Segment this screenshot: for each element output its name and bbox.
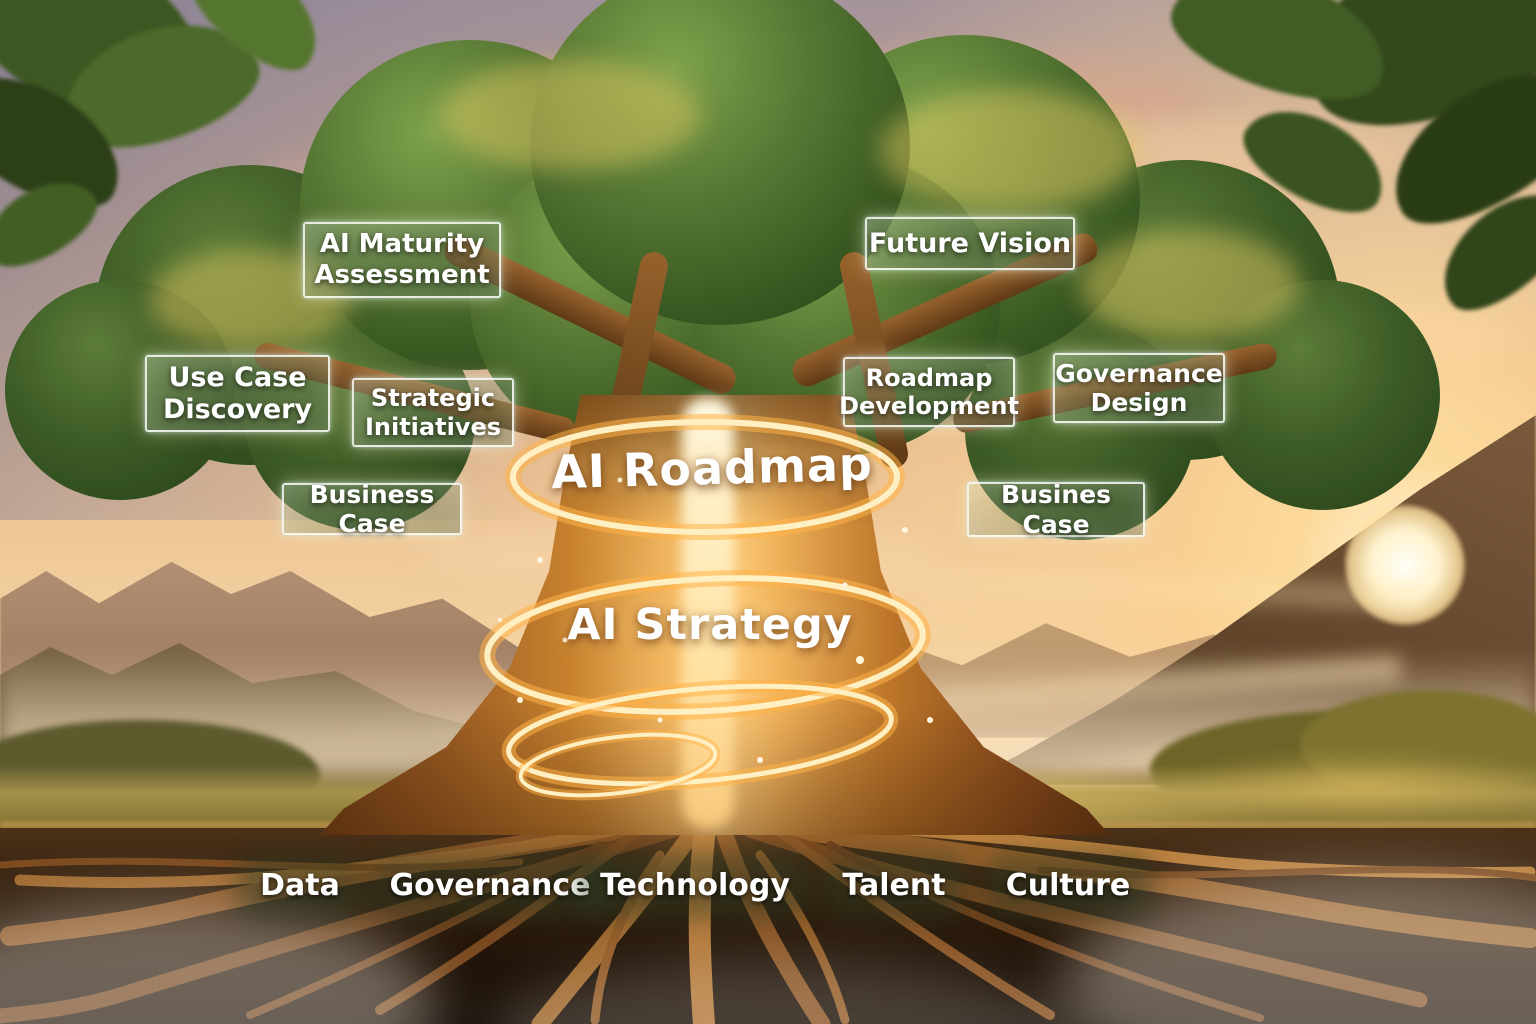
sun — [1345, 505, 1465, 625]
canopy-sunlit-highlight — [440, 60, 700, 170]
branch-box-business-case-left: Business Case — [282, 480, 462, 538]
branch-box-roadmap-development: Roadmap Development — [839, 357, 1019, 427]
canopy-sunlit-highlight — [880, 90, 1140, 210]
root-label-data: Data — [250, 866, 350, 905]
branch-box-label: Business Case — [309, 479, 435, 539]
branch-box-future-vision: Future Vision — [865, 217, 1075, 270]
root-label-technology: Technology — [590, 866, 800, 905]
branch-box-label: Future Vision — [868, 227, 1072, 259]
branch-box-label: Strategic Initiatives — [364, 384, 502, 441]
branch-box-label: Busines Case — [1001, 480, 1111, 539]
canopy-sunlit-highlight — [1080, 230, 1300, 340]
branch-box-governance-design: Governance Design — [1053, 353, 1225, 423]
branch-box-label: Use Case Discovery — [162, 361, 313, 425]
branch-box-label: Roadmap Development — [839, 363, 1019, 420]
branch-box-use-case-discovery: Use Case Discovery — [145, 355, 330, 432]
branch-box-label: AI Maturity Assessment — [314, 229, 490, 290]
grass-glow — [1150, 750, 1536, 820]
root-label-culture: Culture — [995, 866, 1141, 905]
branch-box-label: Governance Design — [1055, 358, 1223, 418]
canopy-sunlit-highlight — [150, 250, 350, 350]
branch-box-business-case-right: Busines Case — [967, 480, 1145, 539]
root-label-talent: Talent — [832, 866, 956, 905]
root-label-governance: Governance — [379, 866, 601, 905]
branch-box-ai-maturity-assessment: AI Maturity Assessment — [303, 222, 501, 298]
branch-box-strategic-initiatives: Strategic Initiatives — [352, 378, 514, 447]
ai-roadmap-label: AI Roadmap — [550, 436, 874, 500]
ai-strategy-label: AI Strategy — [567, 600, 853, 650]
